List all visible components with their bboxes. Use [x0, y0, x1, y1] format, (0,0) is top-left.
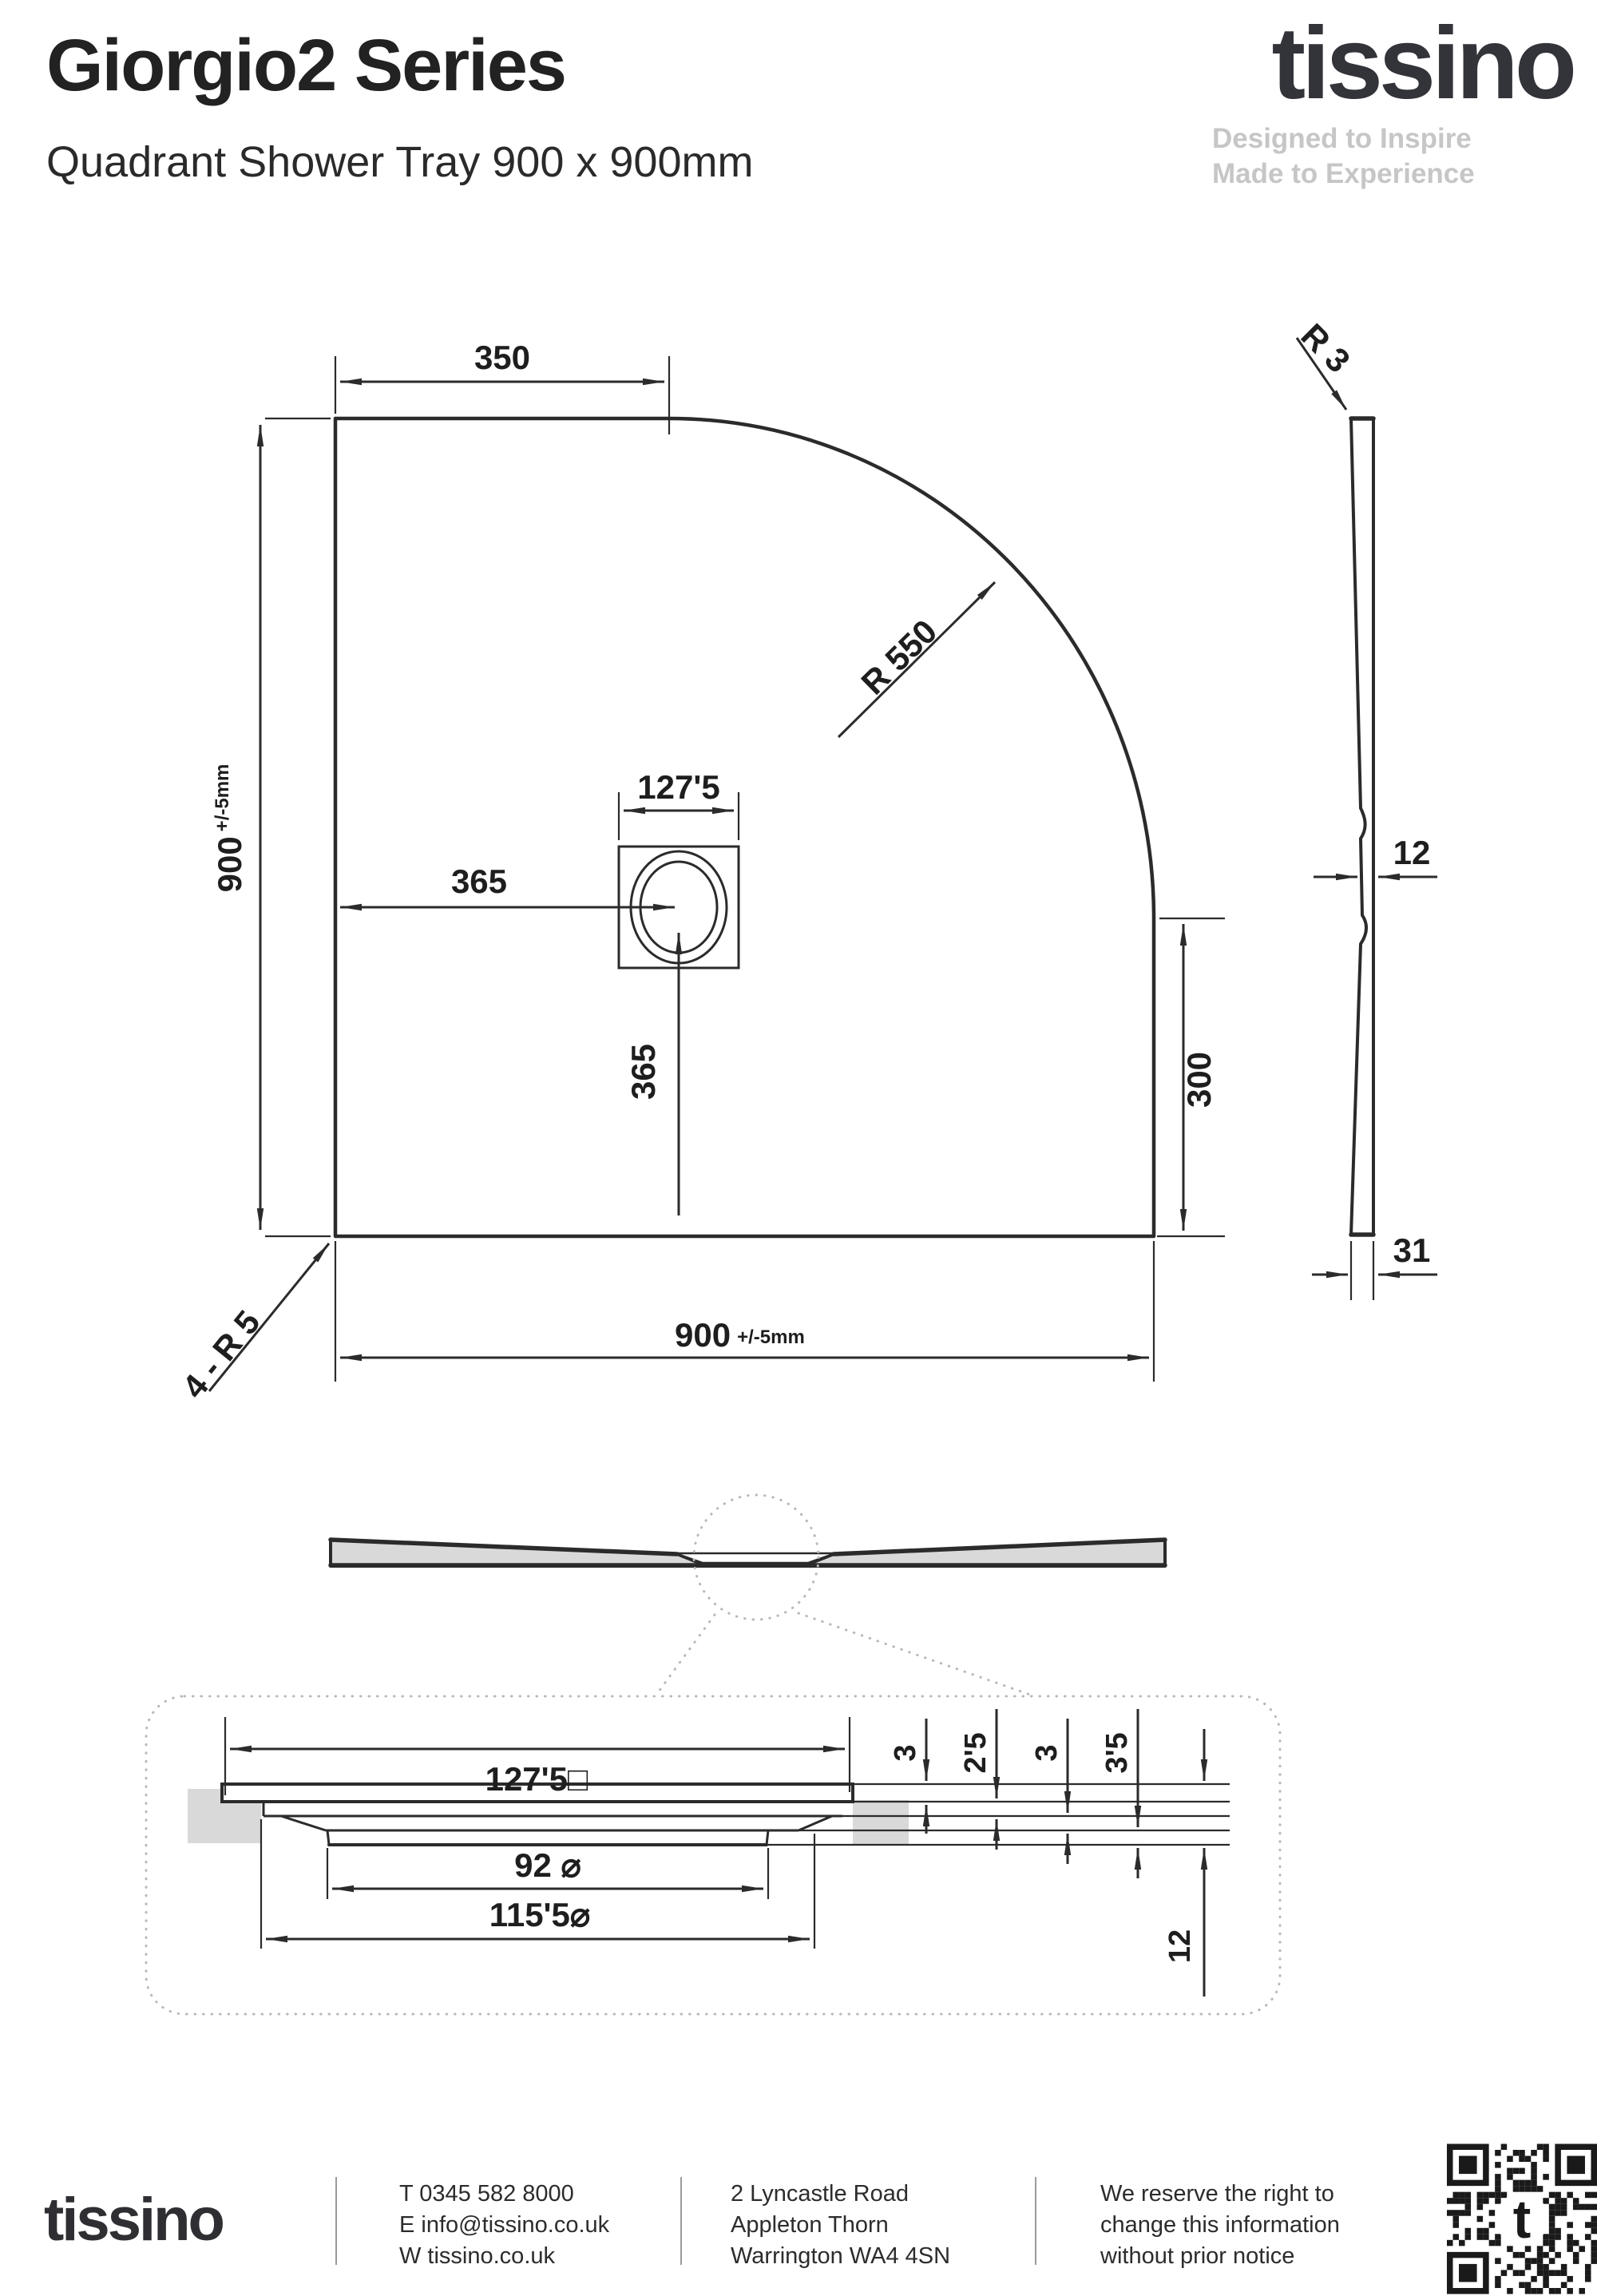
- dim-step-3: 3: [1030, 1719, 1072, 1864]
- footer-divider-2: [680, 2177, 682, 2265]
- plan-outline: [333, 416, 1156, 1239]
- dim-edge-radius: R 3: [1294, 316, 1357, 410]
- footer-notice-line-2: change this information: [1100, 2212, 1340, 2238]
- side-profile-view: R 3 12 31: [1294, 316, 1437, 1300]
- footer-address-line-3: Warrington WA4 4SN: [731, 2243, 951, 2269]
- footer-email[interactable]: E info@tissino.co.uk: [399, 2212, 610, 2238]
- dim-top-width: 350: [334, 339, 671, 434]
- corner-radius-note: 4 - R 5: [175, 1243, 331, 1406]
- qr-code[interactable]: t: [1447, 2142, 1597, 2296]
- dim-step-4: 3'5: [1100, 1709, 1142, 1878]
- footer-divider-1: [335, 2177, 337, 2265]
- dim-edge-thickness: 31: [1312, 1231, 1437, 1279]
- detail-callout-circle: [692, 1493, 820, 1621]
- section-strip-view: [328, 1493, 1167, 1696]
- detail-recess-plate: [220, 1782, 854, 1803]
- detail-reference-lines: [767, 1782, 1230, 1846]
- dim-left-height-label: 900+/-5mm: [211, 764, 248, 893]
- detail-view: 127'5□ 92 ⌀ 115'5⌀ 3: [145, 1695, 1282, 2016]
- detail-funnel: [262, 1802, 842, 1846]
- footer-notice-line-3: without prior notice: [1100, 2243, 1295, 2269]
- plan-view: 350 900+/-5mm R 550 4 - R 5: [175, 339, 1225, 1406]
- dim-bottom-width-label: 900+/-5mm: [675, 1316, 805, 1354]
- dim-step-1: 3: [889, 1719, 930, 1834]
- dim-edge-thickness-label: 31: [1393, 1231, 1431, 1269]
- dim-drain-from-left-label: 365: [451, 862, 507, 900]
- dim-step-4-label: 3'5: [1100, 1732, 1134, 1773]
- dim-drain-from-bottom: 365: [624, 933, 683, 1215]
- dim-right-height-label: 300: [1180, 1052, 1218, 1108]
- dim-hole-diameter: 92 ⌀: [326, 1846, 770, 1899]
- corner-radius-label: 4 - R 5: [175, 1303, 267, 1406]
- dim-waist-thickness-label: 12: [1393, 834, 1431, 871]
- dim-step-3-label: 3: [1030, 1744, 1064, 1761]
- footer-address: 2 Lyncastle Road Appleton Thorn Warringt…: [731, 2179, 950, 2272]
- footer-divider-3: [1035, 2177, 1036, 2265]
- dim-drain-width-label: 127'5: [637, 768, 719, 806]
- dim-top-width-label: 350: [474, 339, 530, 376]
- dim-left-height: 900+/-5mm: [211, 417, 331, 1238]
- dim-edge-radius-label: R 3: [1294, 316, 1357, 379]
- dim-waist-thickness: 12: [1314, 834, 1437, 881]
- dim-hole-diameter-label: 92 ⌀: [514, 1846, 581, 1884]
- page-subtitle: Quadrant Shower Tray 900 x 900mm: [46, 138, 754, 186]
- detail-material-right: [853, 1800, 909, 1845]
- footer-phone: T 0345 582 8000: [399, 2181, 574, 2207]
- qr-center-glyph: t: [1513, 2190, 1532, 2250]
- section-strip-recess: [675, 1552, 836, 1564]
- dim-drain-width: 127'5: [617, 768, 740, 840]
- tagline-line-1: Designed to Inspire: [1212, 123, 1472, 154]
- dim-drain-from-left: 365: [340, 862, 675, 911]
- footer-notice-line-1: We reserve the right to: [1100, 2181, 1334, 2207]
- dim-bottom-width: 900+/-5mm: [334, 1241, 1155, 1382]
- footer-logo: tissino: [44, 2186, 225, 2254]
- footer-notice: We reserve the right to change this info…: [1100, 2179, 1340, 2272]
- footer-website[interactable]: W tissino.co.uk: [399, 2243, 555, 2269]
- dim-right-height: 300: [1157, 917, 1225, 1238]
- side-profile-outline: [1349, 417, 1368, 1236]
- dim-step-2: 2'5: [959, 1709, 1001, 1850]
- dim-radius-550: R 550: [837, 581, 997, 739]
- dim-flange-diameter: 115'5⌀: [260, 1819, 816, 1949]
- dim-recess-square: 127'5□: [224, 1717, 851, 1798]
- footer-address-line-1: 2 Lyncastle Road: [731, 2181, 909, 2207]
- dim-recess-square-label: 127'5□: [485, 1760, 588, 1798]
- dim-radius-550-label: R 550: [854, 613, 944, 702]
- brand-logo: tissino: [1271, 6, 1578, 121]
- footer-address-line-2: Appleton Thorn: [731, 2212, 889, 2238]
- dim-flange-diameter-label: 115'5⌀: [489, 1896, 590, 1933]
- dim-drain-from-bottom-label: 365: [624, 1044, 662, 1100]
- brand-tagline: Designed to Inspire Made to Experience: [1212, 121, 1573, 192]
- footer-contact: T 0345 582 8000 E info@tissino.co.uk W t…: [399, 2179, 609, 2272]
- dim-step-1-label: 3: [889, 1744, 922, 1761]
- page-title: Giorgio2 Series: [46, 25, 567, 106]
- dim-step-2-label: 2'5: [959, 1732, 993, 1773]
- dim-total-depth-label: 12: [1163, 1929, 1197, 1963]
- tagline-line-2: Made to Experience: [1212, 158, 1475, 189]
- detail-boundary-box: [145, 1695, 1282, 2016]
- dim-total-depth: 12: [1163, 1729, 1208, 1997]
